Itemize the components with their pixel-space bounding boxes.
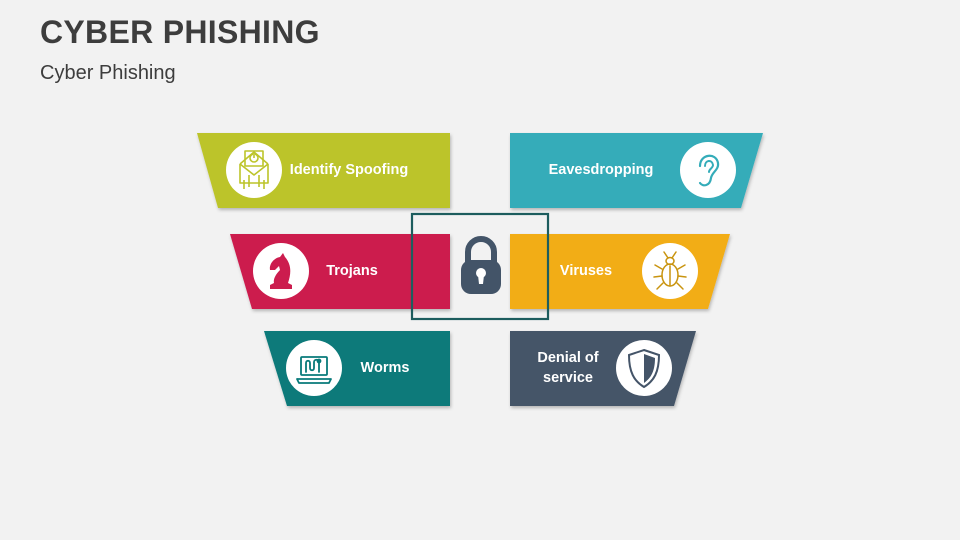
spoofing-email-icon bbox=[226, 142, 282, 198]
label-eavesdropping: Eavesdropping bbox=[548, 162, 654, 178]
laptop-worm-icon bbox=[286, 340, 342, 396]
page-title: CYBER PHISHING bbox=[40, 14, 320, 50]
center-frame bbox=[410, 212, 550, 321]
label-trojans: Trojans bbox=[326, 263, 378, 279]
label-viruses: Viruses bbox=[559, 263, 613, 279]
chess-knight-icon bbox=[253, 243, 309, 299]
ear-icon bbox=[680, 142, 736, 198]
page-subtitle: Cyber Phishing bbox=[40, 62, 176, 84]
shield-icon bbox=[616, 340, 672, 396]
label-worms: Worms bbox=[360, 360, 410, 376]
label-identify-spoofing: Identify Spoofing bbox=[289, 162, 409, 178]
label-denial-of-service: Denial of service bbox=[537, 350, 599, 386]
bug-icon bbox=[642, 243, 698, 299]
padlock-icon bbox=[461, 236, 501, 294]
